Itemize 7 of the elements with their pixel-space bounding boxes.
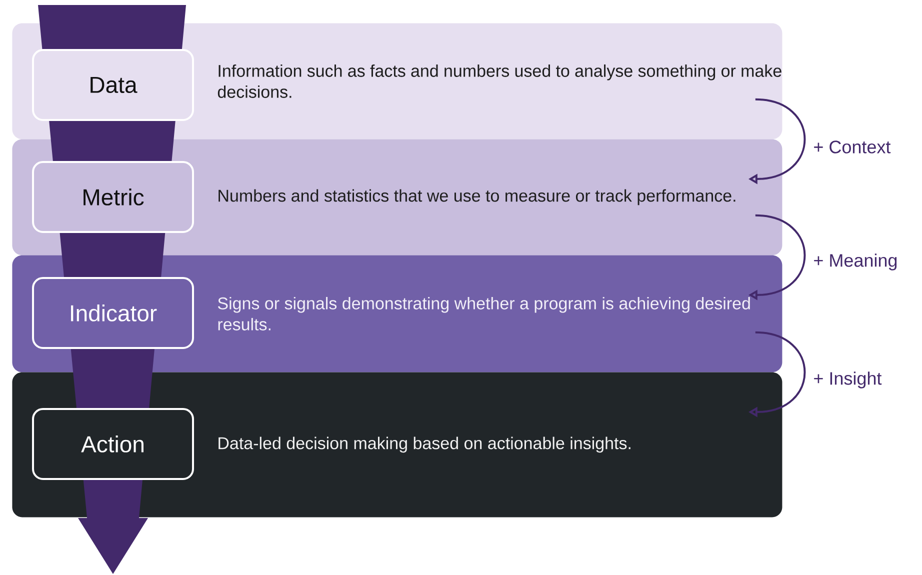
label-box: Metric (32, 161, 194, 233)
edge-label: + Insight (814, 372, 882, 388)
label-box: Indicator (32, 277, 194, 349)
label-box: Action (32, 408, 194, 480)
edge-label: + Meaning (814, 254, 897, 270)
label-box: Data (32, 49, 194, 121)
edge-label: + Context (814, 140, 891, 154)
